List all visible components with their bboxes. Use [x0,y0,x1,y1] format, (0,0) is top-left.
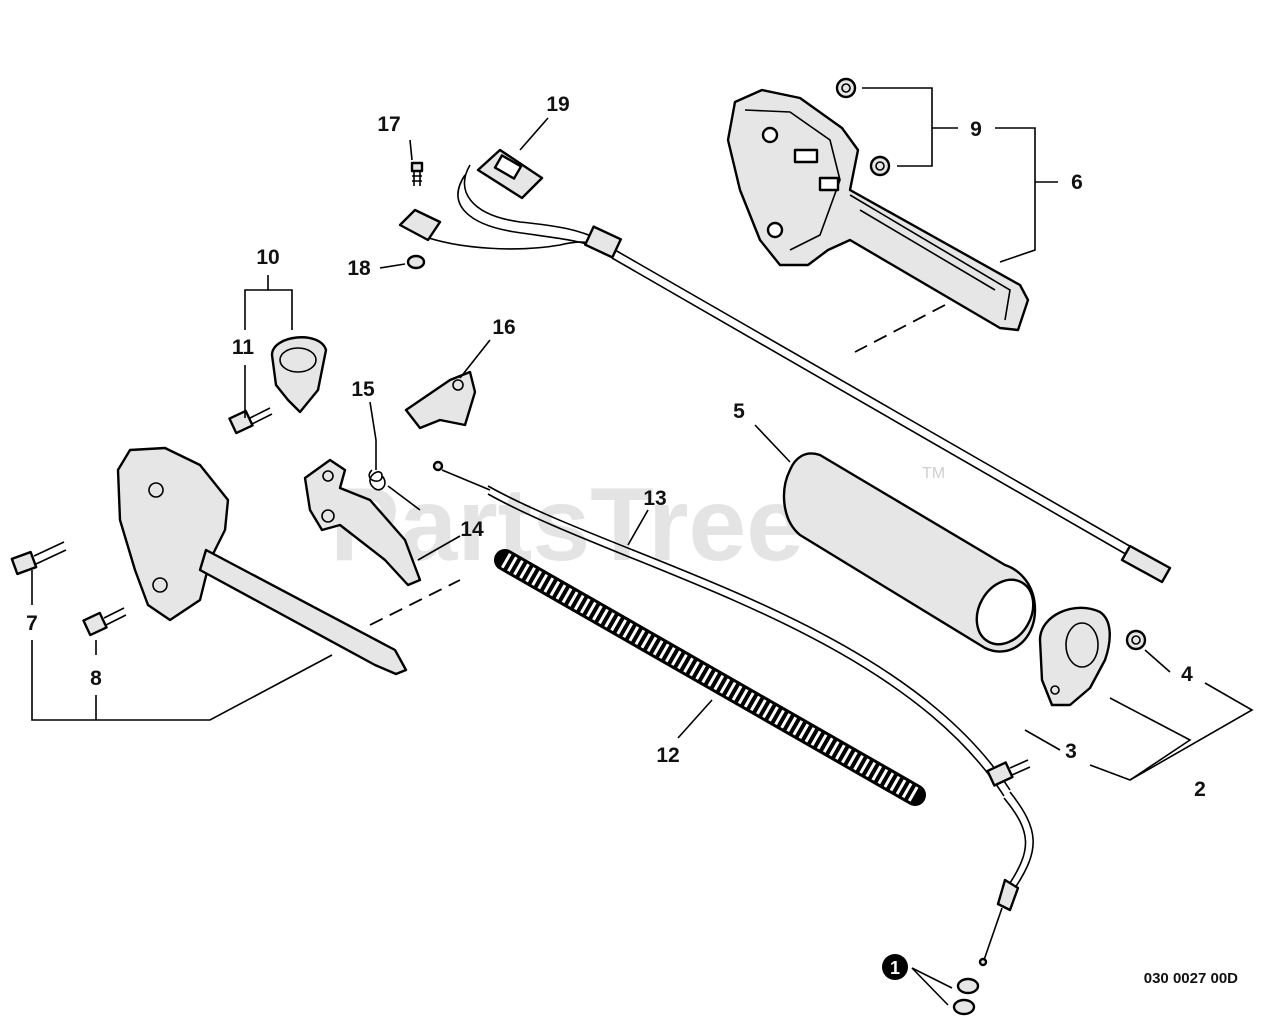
callout-1[interactable]: 1 [890,958,900,978]
nut-part-9a[interactable] [835,77,857,99]
grip-assembly-part-7[interactable] [116,446,461,676]
callout-9[interactable]: 9 [970,118,982,141]
wire-terminal[interactable] [398,208,442,242]
callout-13[interactable]: 13 [643,487,666,510]
spring-part-15[interactable] [368,440,421,511]
bolt-part-3[interactable] [986,759,1031,787]
handle-clamp-part-2[interactable] [1038,606,1111,707]
rear-handle-part-6[interactable] [726,88,1030,332]
callout-14[interactable]: 14 [460,518,484,541]
drawing-code: 030 0027 00D [1144,970,1238,987]
bolt-part-7[interactable] [10,541,67,576]
bolt-part-11[interactable] [228,407,273,435]
callout-10[interactable]: 10 [256,246,279,269]
nut-part-9b[interactable] [869,155,891,177]
corrugated-tube-part-12[interactable] [494,549,926,806]
callout-4[interactable]: 4 [1181,663,1193,686]
callout-6[interactable]: 6 [1071,171,1083,194]
nut-part-18[interactable] [406,254,426,270]
handle-clamp-part-10[interactable] [270,336,328,414]
callout-8[interactable]: 8 [90,667,102,690]
nut-part-4[interactable] [1125,629,1147,651]
stop-switch-part-19[interactable] [476,148,544,200]
nut-part-1a[interactable] [956,977,980,995]
callout-17[interactable]: 17 [377,113,400,136]
throttle-trigger-part-14[interactable] [303,458,422,587]
callout-labels: 1 2 3 4 5 6 7 8 9 10 11 12 13 14 15 16 1… [26,93,1206,980]
callout-2[interactable]: 2 [1194,778,1206,801]
callout-19[interactable]: 19 [546,93,569,116]
callout-1-badge [882,954,908,980]
watermark-trademark: TM [922,465,945,482]
screw-part-17[interactable] [410,161,424,186]
foam-grip-part-5[interactable] [782,452,1045,654]
nut-part-1b[interactable] [952,998,976,1016]
callout-15[interactable]: 15 [351,378,375,401]
callout-5[interactable]: 5 [733,400,745,423]
callout-12[interactable]: 12 [656,744,679,767]
callout-7[interactable]: 7 [26,612,38,635]
lever-part-16[interactable] [404,370,477,430]
callout-3[interactable]: 3 [1065,740,1077,763]
throttle-cable-part-13[interactable] [432,460,1034,967]
bolt-part-8[interactable] [82,607,127,637]
callout-18[interactable]: 18 [347,257,371,280]
callout-16[interactable]: 16 [492,316,515,339]
callout-11[interactable]: 11 [232,336,255,359]
switch-wire-harness [419,164,1172,584]
leader-lines [31,87,1254,1006]
